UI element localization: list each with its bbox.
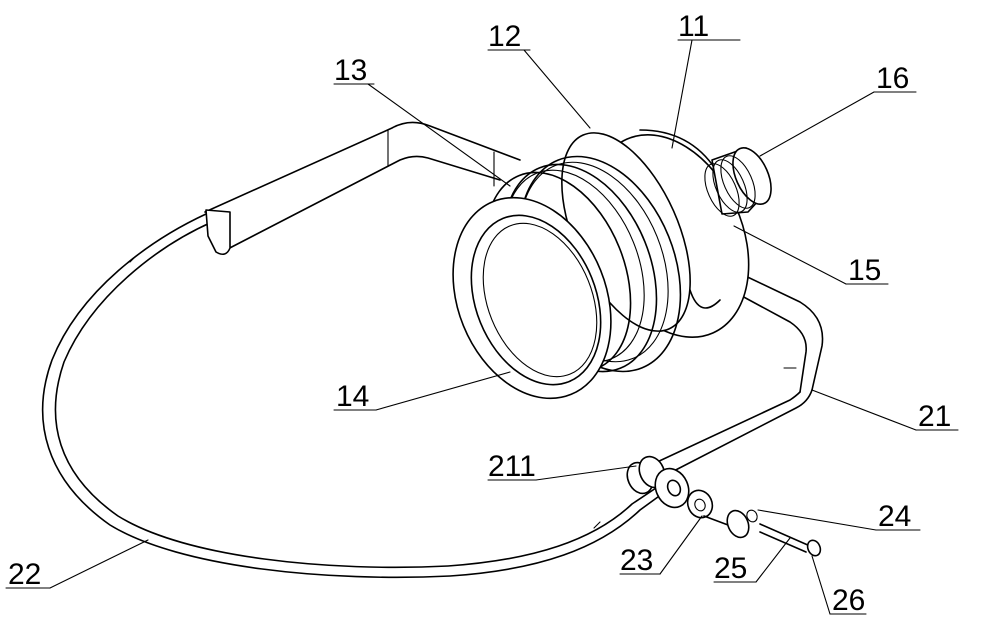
bolt-26	[759, 523, 822, 557]
label-14: 14	[336, 380, 369, 413]
housing-11	[561, 129, 750, 338]
label-25: 25	[714, 552, 747, 585]
label-16: 16	[876, 62, 909, 95]
label-211: 211	[488, 450, 536, 483]
label-22: 22	[8, 558, 41, 591]
label-13: 13	[334, 54, 367, 87]
label-12: 12	[488, 20, 521, 53]
hardware-211	[626, 455, 690, 509]
leader-lines	[5, 39, 959, 615]
washer-23	[686, 489, 714, 519]
label-21: 21	[918, 400, 951, 433]
bracket-21	[204, 121, 824, 477]
pin-25	[703, 509, 758, 539]
wire-loop-22	[41, 213, 663, 579]
label-15: 15	[848, 254, 881, 287]
label-23: 23	[620, 544, 653, 577]
label-11: 11	[678, 10, 709, 43]
label-24: 24	[878, 500, 911, 533]
label-26: 26	[832, 584, 865, 617]
ring-14	[452, 196, 612, 400]
connector-16	[704, 147, 772, 217]
